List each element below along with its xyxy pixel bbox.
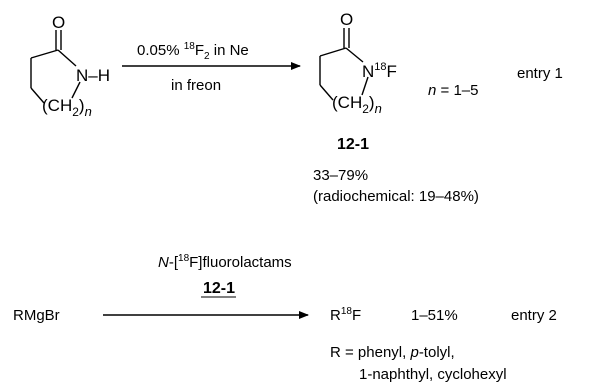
product-compound-id: 12-1 [337,136,369,153]
arrow2-reagent: N-[18F]fluorolactams [158,253,292,271]
entry1-label: entry 1 [517,65,563,82]
product-ring-bond-c-ch2 [319,47,347,57]
product-ring-bond-to-chain [319,84,334,101]
n-range: n = 1–5 [428,82,478,99]
ring-bond-c-n [57,49,77,67]
r-definition-line2: 1-naphthyl, cyclohexyl [359,366,507,383]
entry2-yield: 1–51% [411,307,458,324]
entry2-product: R18F [330,306,361,324]
reactant-carbonyl-oxygen: O [52,13,65,32]
entry2-reactant: RMgBr [13,307,60,324]
ring-bond-c-ch2 [30,49,59,59]
reactant-chain-label: (CH2)n [42,96,92,119]
entry2-label: entry 2 [511,307,557,324]
product-lactam-structure [319,28,369,101]
product-carbonyl-oxygen: O [340,10,353,29]
reactant-nh-label: N–H [76,66,110,85]
arrow2-reagent-id: 12-1 [203,280,235,297]
product-chain-label: (CH2)n [332,93,382,116]
reactant-lactam-structure [30,30,81,104]
ring-bond-to-chain [30,87,45,104]
arrow1-solvent: in freon [171,77,221,94]
arrow1-reagent: 0.05% 18F2 in Ne [137,41,249,62]
product-n18f-label: N18F [362,61,397,81]
product-ring-bond-n-chain [361,76,369,96]
product-yield: 33–79% [313,167,368,184]
product-ring-bond-c-n [345,47,364,63]
r-definition-line1: R = phenyl, p-tolyl, [330,344,455,361]
ring-bond-n-chain [71,81,81,99]
product-radiochemical-yield: (radiochemical: 19–48%) [313,188,479,205]
